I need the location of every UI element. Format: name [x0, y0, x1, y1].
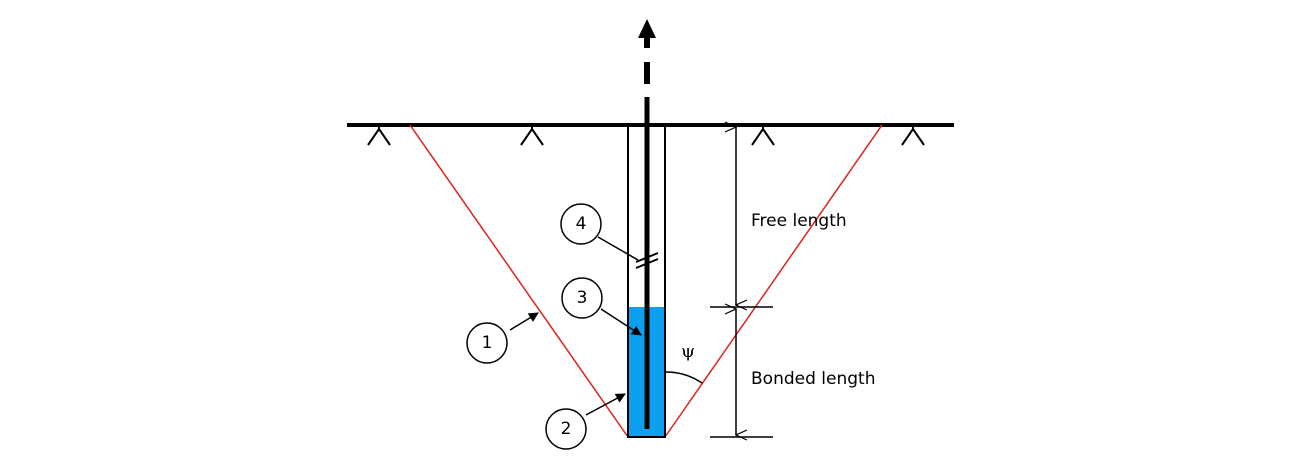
callout-1-circle: [466, 322, 508, 364]
callout-3-circle: [561, 277, 603, 319]
callout-1: 1: [466, 312, 539, 364]
callout-3-leader: [600, 308, 642, 336]
callout-2: 2: [545, 393, 626, 450]
ground-hatch-mark: [520, 127, 544, 146]
callout-3: 3: [561, 277, 642, 336]
failure-cone-left-line: [409, 124, 629, 438]
callout-4: 4: [560, 203, 639, 261]
callout-1-leader: [509, 312, 539, 331]
ground-hatch-mark: [367, 127, 391, 146]
callout-2-circle: [545, 408, 587, 450]
callout-2-number: 2: [561, 419, 572, 439]
bonded-length-label: Bonded length: [751, 369, 875, 389]
debond-mark-upper: [635, 252, 659, 263]
ground-hatch-mark: [901, 127, 925, 146]
debond-mark-lower: [635, 258, 659, 269]
callout-4-circle: [560, 203, 602, 245]
callout-1-number: 1: [482, 333, 493, 353]
ground-hatch-mark: [751, 127, 775, 146]
callout-4-leader: [597, 236, 639, 261]
callout-2-leader: [585, 393, 626, 416]
failure-cone-right-line: [664, 124, 883, 438]
ground-hatch-symbols: [367, 125, 925, 146]
pull-force-arrow-icon: [638, 19, 656, 38]
free-length-label: Free length: [751, 211, 847, 231]
callout-4-number: 4: [576, 214, 587, 234]
angle-psi-arc: [664, 371, 703, 384]
callout-3-number: 3: [577, 288, 588, 308]
angle-psi-label: ψ: [681, 341, 695, 362]
